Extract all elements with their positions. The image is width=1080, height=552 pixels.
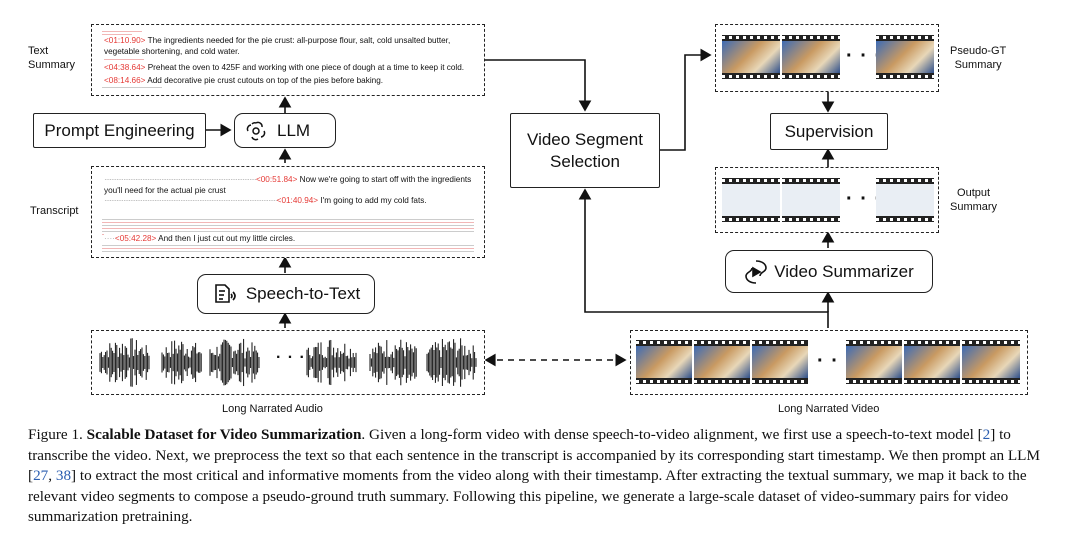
output-summary-label: Output Summary — [950, 187, 998, 213]
transcript-line-3: ····<05:42.28> And then I just cut out m… — [104, 233, 300, 244]
audio-waveform-box: · · · — [91, 330, 485, 395]
text-summary-line-3: <08:14.66> Add decorative pie crust cuto… — [104, 76, 384, 85]
video-frame-4 — [846, 340, 902, 384]
text-summary-label: Text Summary — [28, 45, 76, 71]
output-summary-box: · · · — [715, 167, 939, 233]
long-video-label: Long Narrated Video — [778, 403, 880, 415]
llm-label: LLM — [277, 120, 311, 140]
text-summary-line-1: <01:10.90> The ingredients needed for th… — [104, 36, 451, 56]
speech-to-text-box: Speech-to-Text — [197, 274, 375, 314]
video-frame-5 — [904, 340, 960, 384]
citation-38[interactable]: 38 — [55, 467, 72, 485]
video-frame-6 — [962, 340, 1020, 384]
video-segment-selection-box: Video Segment Selection — [510, 113, 660, 188]
speech-to-text-label: Speech-to-Text — [245, 284, 361, 303]
video-frame-1 — [636, 340, 692, 384]
llm-box: LLM — [234, 113, 336, 148]
supervision-box: Supervision — [770, 113, 888, 150]
speech-document-icon — [215, 284, 236, 303]
transcript-label: Transcript — [30, 205, 79, 217]
audio-ellipsis: · · · — [276, 349, 306, 366]
output-frame-1 — [722, 178, 780, 222]
output-frame-3 — [876, 178, 934, 222]
pseudo-gt-summary-box: · · · — [715, 24, 939, 92]
output-ellipsis: · · · — [846, 188, 883, 210]
pseudo-gt-frame-3 — [876, 35, 934, 79]
pseudo-gt-frame-2 — [782, 35, 840, 79]
pseudo-gt-frame-1 — [722, 35, 780, 79]
long-video-box: · · · — [630, 330, 1028, 395]
audio-waveform — [99, 338, 477, 387]
video-ellipsis: · · · — [817, 350, 854, 372]
video-summarizer-icon — [745, 259, 768, 284]
output-frame-2 — [782, 178, 840, 222]
text-summary-box: <01:10.90> The ingredients needed for th… — [91, 24, 485, 96]
caption-figure-number: Figure 1. — [28, 426, 83, 443]
pseudo-gt-label: Pseudo-GT Summary — [950, 45, 1007, 71]
text-summary-line-2: <04:38.64> Preheat the oven to 425F and … — [104, 63, 465, 72]
prompt-engineering-box: Prompt Engineering — [33, 113, 206, 148]
video-summarizer-label: Video Summarizer — [774, 261, 914, 281]
pseudo-gt-ellipsis: · · · — [846, 45, 883, 67]
citation-2[interactable]: 2 — [982, 426, 991, 443]
connector-arrows — [205, 48, 835, 367]
figure-caption: Figure 1. Scalable Dataset for Video Sum… — [28, 426, 1040, 526]
long-audio-label: Long Narrated Audio — [222, 403, 323, 415]
video-frame-2 — [694, 340, 750, 384]
caption-title: Scalable Dataset for Video Summarization — [86, 426, 362, 443]
citation-27[interactable]: 27 — [33, 467, 49, 485]
openai-icon — [246, 121, 266, 140]
transcript-box: ········································… — [91, 166, 485, 258]
transcript-line-2: ········································… — [104, 196, 427, 205]
transcript-line-1: ········································… — [104, 175, 472, 195]
video-frame-3 — [752, 340, 808, 384]
video-summarizer-box: Video Summarizer — [725, 250, 933, 293]
